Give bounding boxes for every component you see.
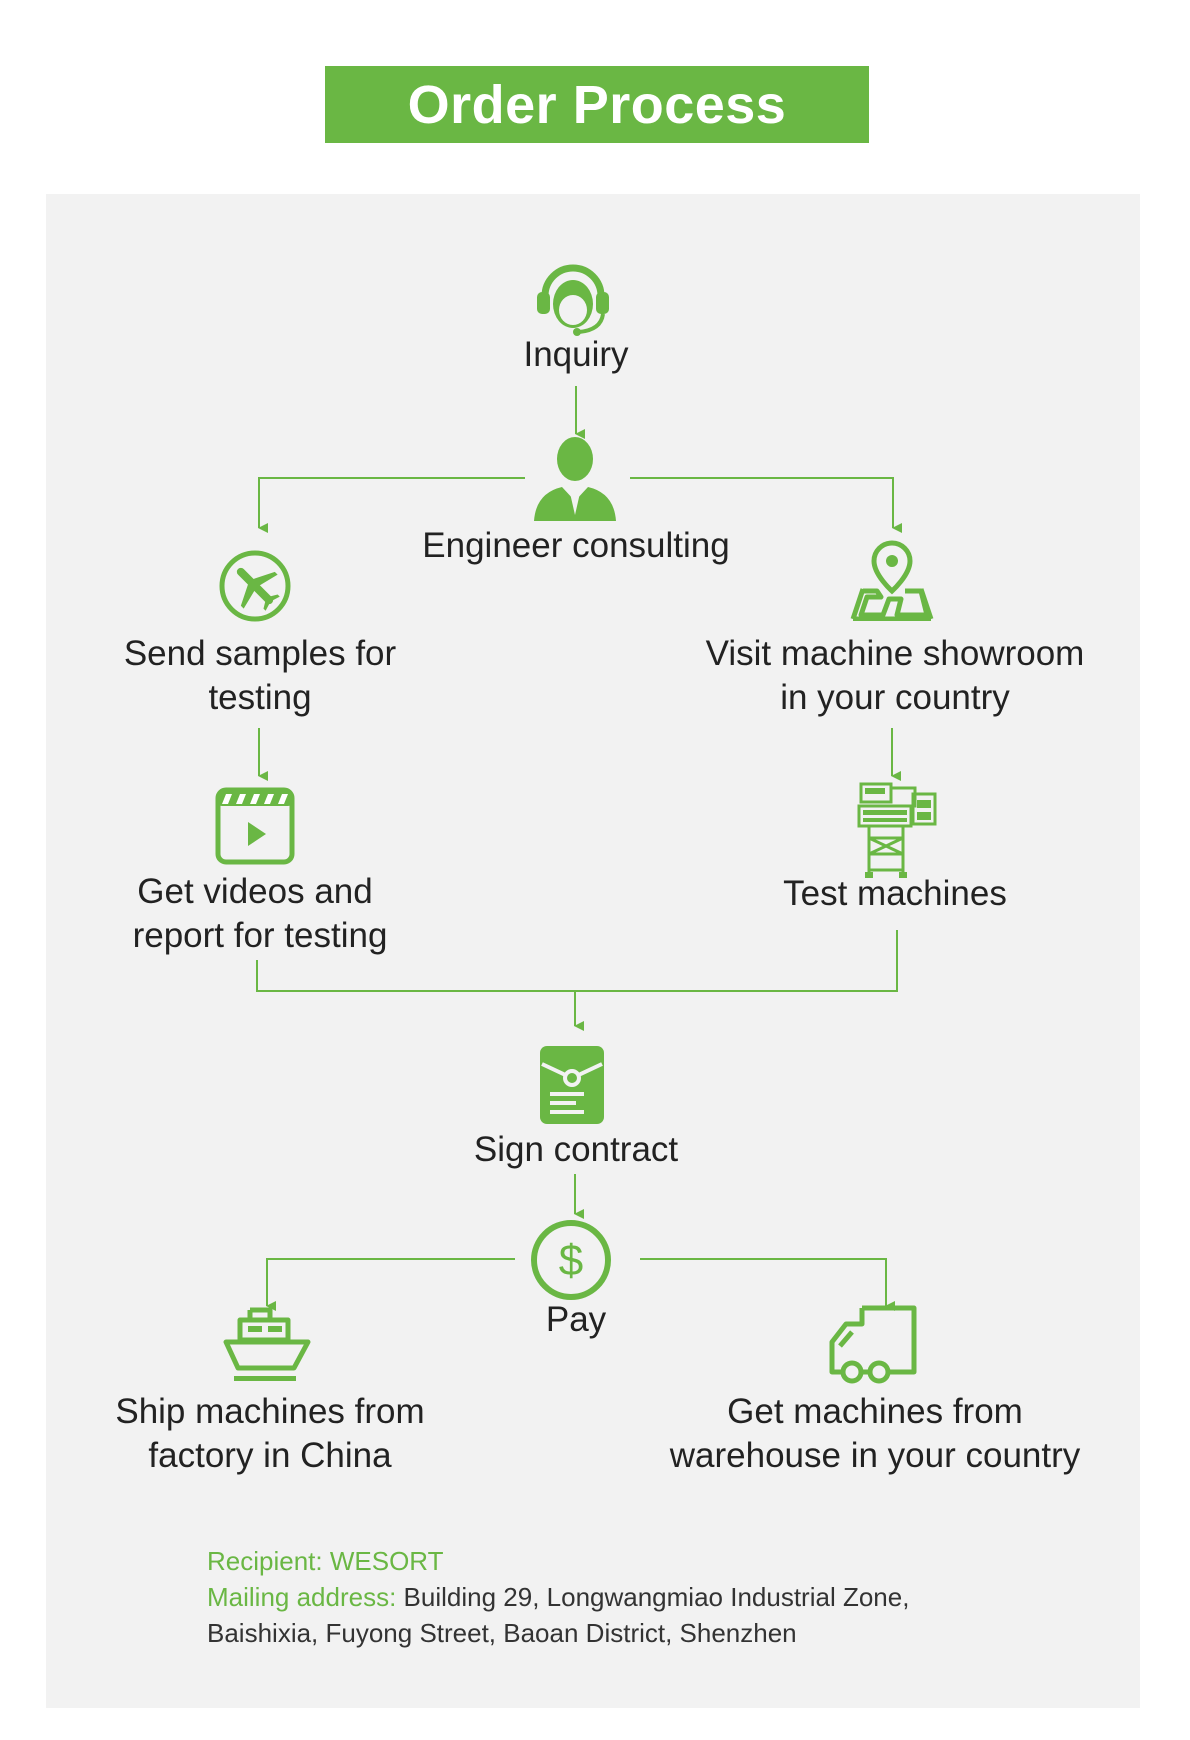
step-warehouse-line1: Get machines from: [727, 1392, 1023, 1431]
step-get-videos-line2: report for testing: [132, 916, 388, 955]
truck-icon: [829, 1305, 917, 1384]
process-panel: [46, 194, 1140, 1708]
address-footer: Recipient: WESORT Mailing address: Build…: [207, 1543, 909, 1651]
page-title: Order Process: [325, 66, 869, 143]
step-ship-line1: Ship machines from: [115, 1392, 425, 1431]
step-visit-showroom-line1: Visit machine showroom: [705, 634, 1085, 673]
address-line-2: Baishixia, Fuyong Street, Baoan District…: [207, 1618, 797, 1648]
contract-envelope-icon: [540, 1046, 604, 1124]
step-send-samples-line2: testing: [208, 678, 312, 717]
step-test-machines-label: Test machines: [783, 874, 1007, 913]
arrow-engineer-samples: [258, 477, 525, 533]
arrow-pay-warehouse: [640, 1258, 895, 1311]
recipient-value: WESORT: [329, 1546, 444, 1576]
step-engineer-label: Engineer consulting: [422, 526, 730, 565]
airplane-icon: [219, 550, 291, 622]
step-pay-label: Pay: [545, 1300, 607, 1339]
address-line-1: Mailing address: Building 29, Longwangmi…: [207, 1579, 909, 1615]
arrow-pay-ship: [266, 1258, 515, 1311]
recipient-label: Recipient:: [207, 1546, 330, 1576]
map-pin-icon: [850, 540, 934, 621]
headset-agent-icon: [537, 264, 609, 336]
address-label: Mailing address:: [207, 1582, 404, 1612]
address-line1-text: Building 29, Longwangmiao Industrial Zon…: [403, 1582, 910, 1612]
engineer-person-icon: [534, 437, 616, 521]
step-get-videos-line1: Get videos and: [137, 872, 373, 911]
dollar-coin-icon: $: [531, 1220, 611, 1300]
recipient-line: Recipient: WESORT: [207, 1543, 909, 1579]
sorting-machine-icon: [857, 782, 937, 878]
arrow-engineer-showroom: [630, 477, 902, 533]
merge-line: [256, 930, 898, 992]
step-warehouse-line2: warehouse in your country: [669, 1436, 1081, 1475]
step-ship-line2: factory in China: [148, 1436, 392, 1475]
svg-text:$: $: [559, 1236, 583, 1285]
video-clapper-icon: [215, 787, 295, 865]
step-visit-showroom-line2: in your country: [780, 678, 1010, 717]
step-send-samples-line1: Send samples for: [123, 634, 397, 673]
step-sign-contract-label: Sign contract: [473, 1130, 679, 1169]
step-inquiry-label: Inquiry: [523, 335, 629, 374]
ship-icon: [223, 1307, 311, 1381]
